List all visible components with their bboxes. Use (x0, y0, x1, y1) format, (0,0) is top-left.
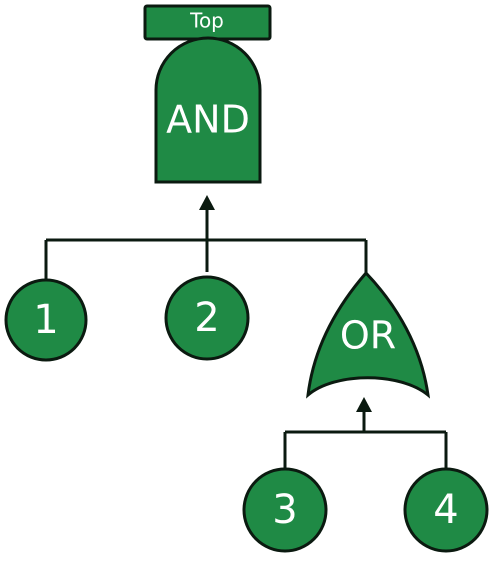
event-4-label: 4 (433, 487, 458, 533)
event-4-circle (403, 467, 489, 553)
top-event-label: Top (189, 9, 224, 33)
event-1-circle (4, 278, 88, 362)
event-2-circle (164, 275, 250, 361)
event-3[interactable]: 3 (242, 467, 328, 553)
event-3-label: 3 (272, 487, 297, 533)
or-gate-arrowhead (356, 397, 372, 412)
event-3-circle (242, 467, 328, 553)
and-gate-label: AND (166, 98, 250, 142)
and-gate-connectors (44, 195, 368, 280)
and-gate[interactable]: AND (154, 36, 262, 184)
or-gate-label: OR (340, 314, 396, 358)
or-gate-shape (306, 270, 431, 399)
event-2-label: 2 (194, 295, 219, 341)
and-gate-arrowhead (199, 195, 215, 210)
or-gate-connectors (283, 397, 448, 470)
event-2[interactable]: 2 (164, 275, 250, 361)
and-gate-shape (154, 36, 262, 184)
event-1-label: 1 (33, 297, 58, 343)
top-event[interactable]: Top (143, 4, 272, 41)
event-1[interactable]: 1 (4, 278, 88, 362)
event-4[interactable]: 4 (403, 467, 489, 553)
or-gate[interactable]: OR (306, 270, 431, 399)
